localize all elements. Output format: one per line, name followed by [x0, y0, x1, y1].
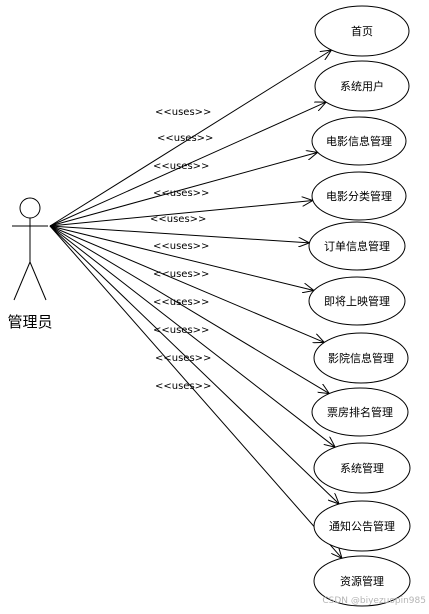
- use-case-label: 订单信息管理: [324, 239, 390, 253]
- use-case-ellipse: [308, 221, 406, 271]
- uses-relation-line: [49, 50, 332, 227]
- uses-relation-line: [49, 225, 335, 447]
- use-cases: 首页系统用户电影信息管理电影分类管理订单信息管理即将上映管理影院信息管理票房排名…: [308, 5, 411, 607]
- uses-relation-line: [49, 225, 314, 291]
- use-case-ellipse: [314, 60, 410, 112]
- uses-relation-line: [49, 225, 339, 504]
- use-case-label: 票房排名管理: [327, 405, 393, 419]
- use-case-ellipse: [313, 555, 411, 607]
- use-case-ellipse: [311, 116, 407, 166]
- use-case-label: 系统用户: [340, 79, 384, 93]
- actor-left-leg: [13, 261, 31, 301]
- uses-relation-label: <<uses>>: [153, 269, 209, 280]
- uses-relation-line: [49, 201, 313, 227]
- use-case-ellipse: [311, 171, 407, 221]
- uses-relation-line: [49, 225, 324, 342]
- uses-relation-label: <<uses>>: [153, 325, 209, 336]
- uses-relation-line: [49, 225, 342, 558]
- actor-label: 管理员: [7, 313, 52, 331]
- uses-relation-line: [49, 225, 329, 394]
- uses-relation-label: <<uses>>: [153, 297, 209, 308]
- uses-relation-label: <<uses>>: [155, 107, 211, 118]
- uses-relation-line: [49, 102, 326, 227]
- uses-relation-line: [49, 152, 318, 227]
- uses-relation-label: <<uses>>: [153, 241, 209, 252]
- use-case-ellipse: [311, 387, 409, 437]
- uses-relation-line: [49, 225, 309, 243]
- use-case-ellipse: [314, 5, 410, 57]
- use-case-label: 系统管理: [340, 461, 384, 475]
- use-case-ellipse: [308, 276, 406, 326]
- actor-figure: [12, 197, 48, 301]
- use-case-ellipse: [313, 500, 411, 552]
- use-case-ellipse: [313, 332, 409, 384]
- use-case-ellipse: [313, 442, 411, 494]
- actor-right-leg: [29, 261, 47, 301]
- uses-relation-label: <<uses>>: [155, 381, 211, 392]
- uses-relation-label: <<uses>>: [155, 353, 211, 364]
- use-case-label: 电影分类管理: [326, 189, 392, 203]
- use-case-label: 影院信息管理: [328, 351, 394, 365]
- uses-relation-label: <<uses>>: [157, 133, 213, 144]
- uses-relation-label: <<uses>>: [150, 214, 206, 225]
- use-case-label: 资源管理: [340, 574, 384, 588]
- use-case-label: 首页: [351, 24, 373, 38]
- actor-head: [19, 197, 41, 219]
- use-case-label: 通知公告管理: [329, 519, 395, 533]
- use-case-label: 电影信息管理: [326, 134, 392, 148]
- uses-relation-label: <<uses>>: [153, 188, 209, 199]
- relations: <<uses>> <<uses>> <<uses>> <<uses>> <<uses>>…: [49, 50, 342, 558]
- watermark: CSDN @biyezuopin985: [322, 596, 426, 606]
- use-case-label: 即将上映管理: [324, 294, 390, 308]
- uses-relation-label: <<uses>>: [153, 161, 209, 172]
